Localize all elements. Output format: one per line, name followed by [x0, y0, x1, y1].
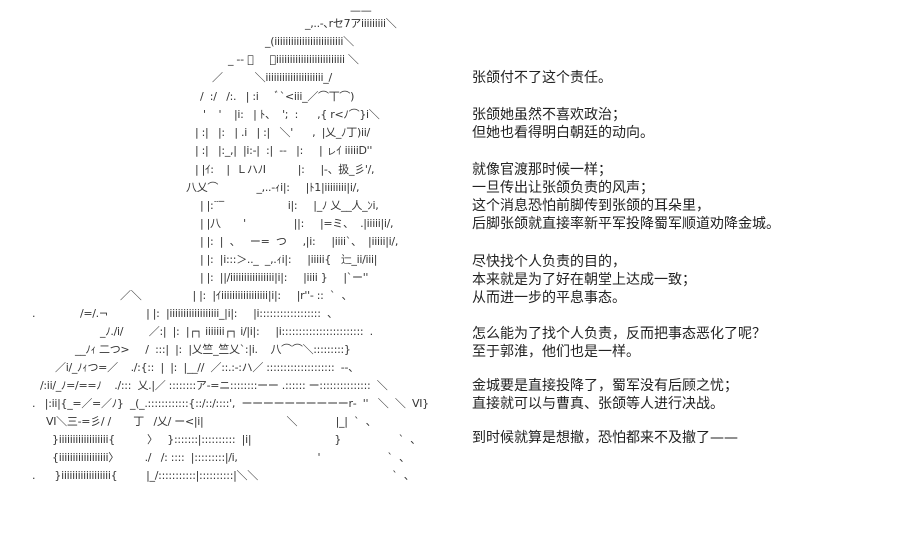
narration-line: 到时候就算是想撤，恐怕都来不及撤了—— — [472, 430, 738, 446]
narration-line: 从而进一步的平息事态。 — [472, 290, 626, 306]
narration-line: 本来就是为了好在朝堂上达成一致； — [472, 272, 696, 288]
art-line: | |:¨‾ i|: |_ﾉ 乂__人_ﾝi, — [200, 199, 379, 212]
art-line: . |:ii|{_=／=／ﾉ} _(_.::::::::::::{::/::/:… — [32, 397, 429, 410]
art-line: | :| |: | .i | :| ＼' , |乂_ﾉ丁)ii/ — [195, 126, 370, 139]
art-line: ／i/_ﾉｨつ=／ ./:{:: | |: |__// ／::.:-:ハ／ ::… — [55, 361, 359, 374]
narration-line: 张颌付不了这个责任。 — [472, 70, 612, 86]
narration-line: 后脚张颌就直接率新平军投降蜀军顺道劝降金城。 — [472, 216, 780, 232]
art-line: __ﾉｨ 二つ> / :::| |: |乂竺_竺乂`:|i. 八⌒⌒＼:::::… — [75, 343, 351, 356]
art-line: | |: ||/iiiiiiiiiiiiiiii|i|: |iiii } |`ー… — [200, 271, 369, 284]
narration-line: 就像官渡那时候一样； — [472, 162, 612, 178]
art-line: /:ii/_ﾉ=/==ﾉ ./::: 乂.|／ ::::::::ア-=ニ::::… — [40, 379, 388, 392]
narration-line: 但她也看得明白朝廷的动向。 — [472, 125, 654, 141]
narration-line: 金城要是直接投降了，蜀军没有后顾之忧； — [472, 378, 738, 394]
art-line: ／＼ | |: |ｲiiiiiiiiiiiiiiiii|i|: |r''‐ ::… — [120, 289, 353, 302]
art-line: | :| |:_,| |i:-| :| ‐‐ |: | ㇾｲ iiiiiD'' — [195, 144, 373, 157]
art-line: _(iiiiiiiiiiiiiiiiiiiiiiiii＼ — [265, 35, 354, 48]
art-line: . }iiiiiiiiiiiiiiiiii{ |_/:::::::::::|::… — [32, 469, 415, 482]
art-line: | |八 ' ||: |=ミ、 .|iiiii|i/, — [200, 217, 394, 230]
narration-line: 怎么能为了找个人负责，反而把事态恶化了呢？ — [472, 326, 766, 342]
art-line: ' ' |i: | ﾄ、 '; : ,{ r<ﾉ⌒}i＼ — [203, 108, 380, 121]
ascii-art-figure: —— _,..-､rセ7アiiiiiiiii＼ _(iiiiiiiiiiiiii… — [32, 4, 429, 482]
art-line: _,..-､rセ7アiiiiiiiii＼ — [305, 17, 397, 30]
art-line: . /=/.¬ | |: |iiiiiiiiiiiiiiiiii_|i|: |i… — [32, 307, 338, 320]
narration-line: 直接就可以与曹真、张颌等人进行决战。 — [472, 396, 724, 412]
art-line: —— — [350, 4, 372, 17]
narration-line: 至于郭淮，他们也是一样。 — [472, 344, 640, 360]
narration-line: 这个消息恐怕前脚传到张颌的耳朵里， — [472, 198, 710, 214]
art-line: | |: |i:::＞.._ _,.ｨi|: |iiiii{ 辷_ii/iii| — [200, 253, 378, 266]
art-line: | |ｲ: | ＬハﾉI |: |-、扱_彡'/, — [195, 163, 375, 176]
art-line: _ -‐ ﾞ ＼iiiiiiiiiiiiiiiiiiiiiiiii ＼ — [228, 53, 359, 66]
narration-text: 张颌付不了这个责任。 张颌她虽然不喜欢政治； 但她也看得明白朝廷的动向。 就像官… — [470, 0, 910, 550]
art-line: VI＼三-=彡/ / 丁 /乂/ ー<|i| ＼ |_| ` 、 — [46, 415, 377, 428]
art-line: ／ ＼iiiiiiiiiiiiiiiiiiiii_/ — [212, 71, 332, 84]
narration-line: 尽快找个人负责的目的， — [472, 254, 626, 270]
art-line: {iiiiiiiiiiiiiiiiii〉 ./ /: :::: |:::::::… — [52, 451, 410, 464]
art-line: | |: | 、 ー= つ ,|i: |iiii`、 |iiiii|i/, — [200, 235, 399, 248]
narration-line: 张颌她虽然不喜欢政治； — [472, 107, 626, 123]
art-line: }iiiiiiiiiiiiiiiiii{ 〉 }:::::::|::::::::… — [52, 433, 421, 446]
art-line: _ﾉ./i/ ／:| |: |┌┐ iiiiiii┌┐ i/|i|: |i:::… — [100, 325, 373, 338]
narration-line: 一旦传出让张颌负责的风声； — [472, 180, 654, 196]
art-line: / :/ /:. | :i ﾞ`<iii_／⌒丅⌒) — [200, 90, 355, 103]
art-line: 八乂⌒ _,..-ｨi|: |ﾄ1|iiiiiiii|i/, — [186, 181, 360, 194]
